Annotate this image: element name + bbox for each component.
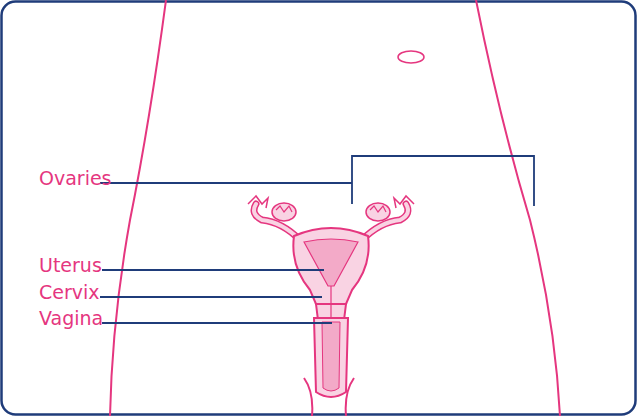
leader-bracket: [352, 156, 534, 206]
leader-line: [102, 269, 324, 271]
part-label: Ovaries: [39, 166, 112, 190]
ovary-detail: [370, 206, 386, 212]
uterine-cavity: [304, 239, 358, 286]
ovary: [366, 203, 390, 221]
fallopian-tube: [254, 204, 300, 240]
fallopian-tube: [362, 204, 408, 240]
ovary: [272, 203, 296, 221]
part-label: Cervix: [39, 280, 100, 304]
body-outline: [304, 378, 312, 416]
navel: [398, 51, 424, 63]
fallopian-tube: [254, 204, 300, 240]
fallopian-tube: [362, 204, 408, 240]
leader-line: [100, 182, 352, 184]
body-outline: [110, 0, 166, 416]
vaginal-canal: [322, 322, 340, 391]
leader-line: [100, 296, 322, 298]
part-label: Uterus: [39, 253, 102, 277]
fimbriae: [248, 196, 268, 208]
cervical-canal: [330, 286, 331, 320]
leader-line: [102, 322, 332, 324]
body-outline: [476, 0, 560, 416]
ovary-detail: [276, 206, 292, 212]
fimbriae: [394, 196, 414, 208]
part-label: Vagina: [39, 306, 103, 330]
vagina-shape: [314, 318, 348, 397]
